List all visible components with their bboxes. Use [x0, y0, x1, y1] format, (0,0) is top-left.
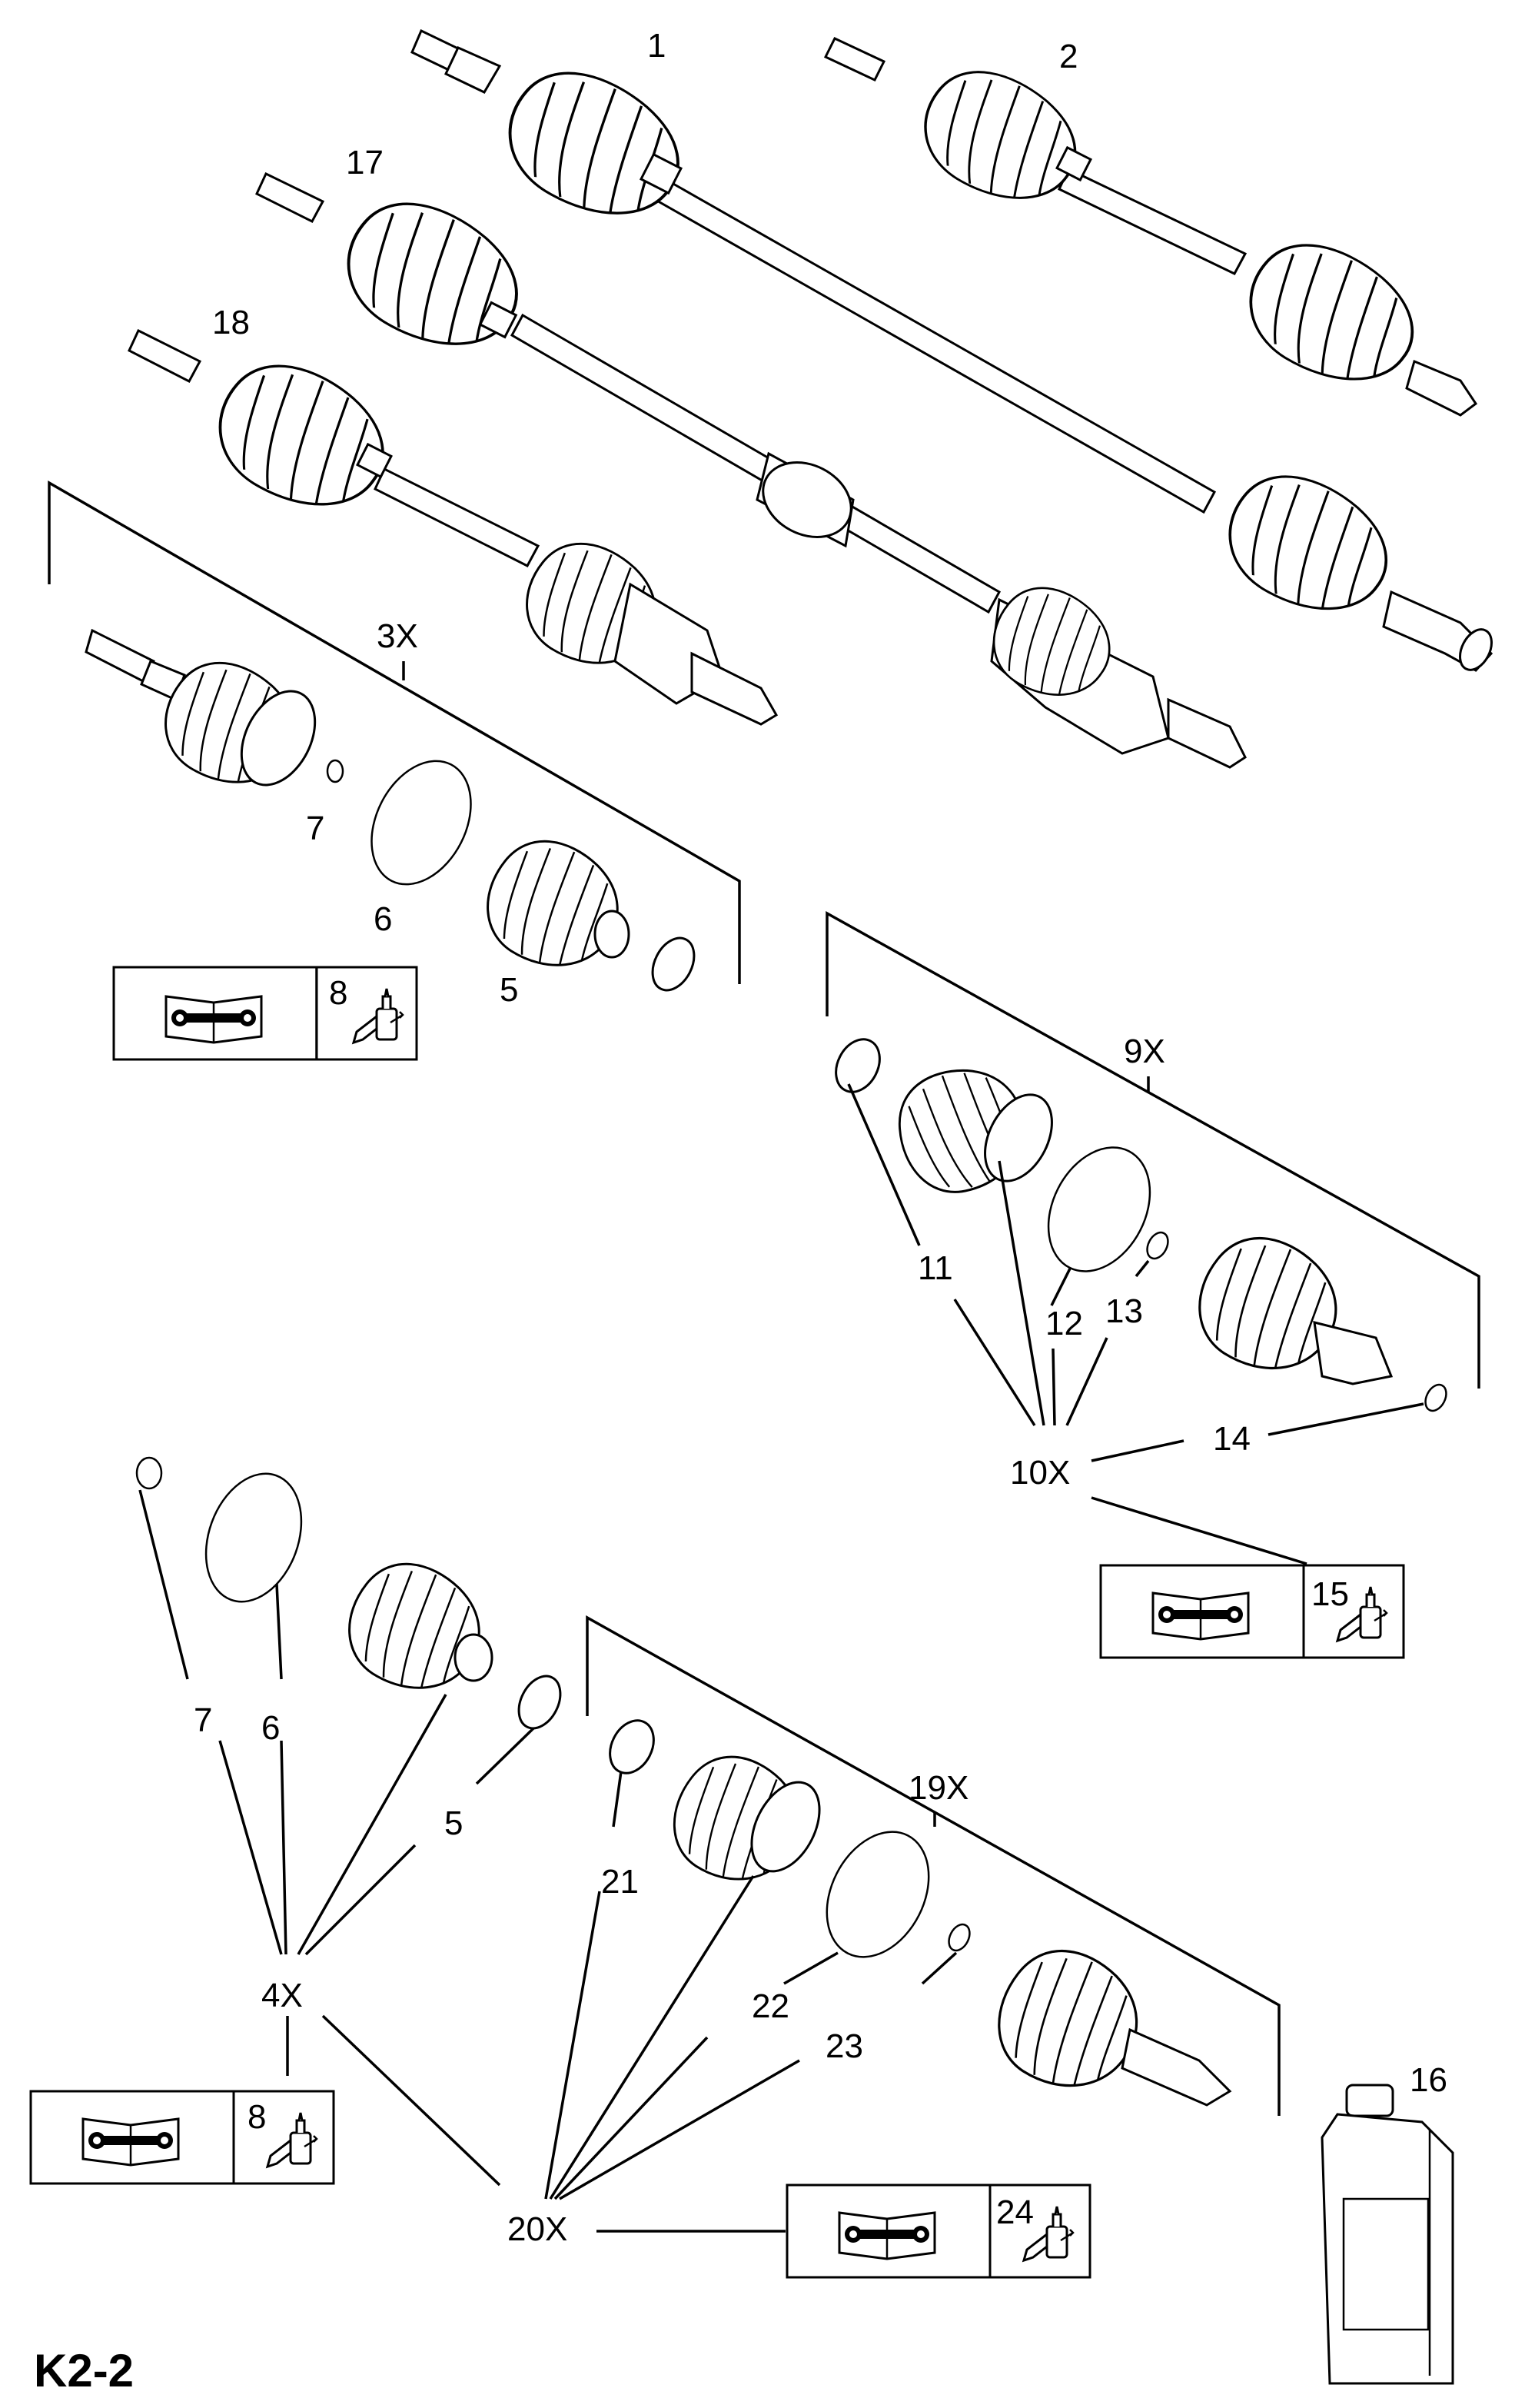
callout-24: 24 — [996, 2193, 1034, 2231]
callout-6a: 6 — [374, 900, 392, 938]
circlip-23[interactable] — [945, 1921, 974, 1954]
leaders-10x — [847, 1083, 1424, 1565]
leaders-4x — [138, 1489, 535, 2187]
callout-3x: 3X — [377, 617, 418, 655]
shaft-assembly-2[interactable] — [823, 37, 1478, 417]
kit-3x-outer-joint[interactable] — [85, 628, 330, 807]
manual-wrench-icon — [81, 2117, 180, 2167]
boot-9x[interactable] — [885, 1054, 1065, 1206]
callout-5a: 5 — [500, 971, 518, 1009]
circlip-14[interactable] — [1421, 1382, 1450, 1415]
callout-7b: 7 — [194, 1701, 212, 1739]
callout-6b: 6 — [261, 1709, 280, 1747]
callout-20x: 20X — [507, 2210, 567, 2248]
service-box-10x — [1099, 1564, 1405, 1659]
leaders-20x — [544, 1771, 958, 2233]
manual-wrench-icon — [838, 2211, 936, 2260]
callout-19x: 19X — [909, 1769, 968, 1807]
small-clamp-3x[interactable] — [644, 931, 702, 997]
shaft-assembly-1[interactable] — [410, 28, 1498, 675]
circlip-7-b[interactable] — [135, 1456, 163, 1490]
callout-17: 17 — [346, 144, 384, 181]
shaft-assembly-18[interactable] — [128, 328, 779, 726]
clamp-band-22[interactable] — [806, 1814, 949, 1974]
clamp-band-6-b[interactable] — [189, 1460, 318, 1615]
inner-joint-19x[interactable] — [976, 1929, 1232, 2112]
small-clamp-4x[interactable] — [510, 1669, 568, 1735]
boot-5[interactable] — [467, 821, 640, 989]
callout-16: 16 — [1410, 2061, 1447, 2099]
clamp-band-12[interactable] — [1028, 1130, 1170, 1289]
clamp-11[interactable] — [827, 1032, 888, 1099]
callout-8b: 8 — [248, 2098, 266, 2136]
manual-wrench-icon — [1151, 1591, 1250, 1641]
callout-23: 23 — [826, 2027, 863, 2065]
shaft-assembly-17[interactable] — [255, 171, 1247, 769]
callout-4x: 4X — [261, 1977, 303, 2014]
service-box-4x — [29, 2090, 335, 2185]
callout-8a: 8 — [329, 974, 347, 1012]
callout-9x: 9X — [1124, 1033, 1165, 1070]
manual-wrench-icon — [164, 995, 263, 1044]
kit-9x-frame — [826, 911, 1480, 1389]
callout-7a: 7 — [306, 810, 324, 847]
callout-22: 22 — [752, 1987, 789, 2025]
callout-12: 12 — [1045, 1305, 1083, 1342]
boot-19x[interactable] — [653, 1738, 833, 1903]
callout-13: 13 — [1105, 1292, 1143, 1330]
kit-3x-frame — [48, 480, 741, 984]
callout-5b: 5 — [444, 1804, 463, 1842]
service-box-3x — [112, 966, 418, 1061]
clamp-21[interactable] — [601, 1713, 662, 1781]
inner-joint-9x[interactable] — [1178, 1217, 1394, 1394]
circlip-13[interactable] — [1143, 1229, 1172, 1262]
callout-18: 18 — [212, 304, 250, 341]
page-code: K2-2 — [34, 2345, 134, 2396]
clamp-band-6[interactable] — [352, 744, 491, 901]
callout-14: 14 — [1213, 1420, 1251, 1458]
kit-19x-frame — [586, 1615, 1281, 2116]
circlip-7[interactable] — [326, 759, 344, 783]
service-box-20x — [786, 2183, 1091, 2279]
callout-10x: 10X — [1010, 1454, 1070, 1492]
oil-bottle-icon[interactable] — [1321, 2084, 1454, 2385]
callout-1: 1 — [647, 27, 666, 65]
callout-21: 21 — [601, 1863, 639, 1901]
callout-2: 2 — [1059, 38, 1078, 75]
callout-11: 11 — [918, 1249, 953, 1287]
callout-15: 15 — [1311, 1575, 1349, 1613]
boot-5-b[interactable] — [328, 1544, 501, 1712]
